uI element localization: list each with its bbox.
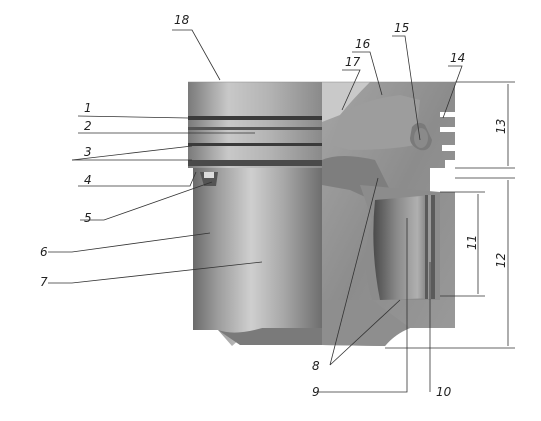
label-17: 17 <box>345 55 361 69</box>
piston-section <box>322 82 455 346</box>
label-15: 15 <box>394 21 409 35</box>
leader-7 <box>48 261 263 284</box>
label-3: 3 <box>84 145 92 159</box>
oil-drain-highlight <box>204 172 214 178</box>
piston-skirt <box>193 168 322 346</box>
label-10: 10 <box>436 385 452 399</box>
leader-14 <box>442 65 463 119</box>
section-groove-3 <box>442 145 455 151</box>
piston-crown <box>188 82 322 112</box>
leader-8b <box>329 299 401 366</box>
leader-9 <box>318 218 408 393</box>
section-groove-1 <box>440 112 455 117</box>
section-groove-2 <box>440 127 455 132</box>
piston-exterior <box>188 82 322 346</box>
label-8: 8 <box>312 359 320 373</box>
ring-groove-top <box>188 116 322 120</box>
leader-17 <box>341 69 361 111</box>
leader-3a <box>71 145 193 161</box>
label-12: 12 <box>494 253 508 268</box>
label-6: 6 <box>40 245 48 259</box>
leader-5 <box>80 181 213 221</box>
leader-18 <box>172 29 221 81</box>
label-11: 11 <box>465 235 479 250</box>
leader-lines <box>48 29 463 393</box>
leader-6 <box>48 232 211 253</box>
leader-4 <box>78 171 197 187</box>
head-interior <box>330 95 420 150</box>
label-1: 1 <box>84 101 92 115</box>
section-groove-4 <box>445 160 455 168</box>
leader-15 <box>392 35 421 141</box>
ring-groove-third <box>188 143 322 146</box>
oil-ring-groove <box>188 160 322 166</box>
label-14: 14 <box>450 51 465 65</box>
leader-8a <box>329 177 379 366</box>
leader-16 <box>352 51 383 96</box>
label-9: 9 <box>312 385 320 399</box>
label-18: 18 <box>174 13 190 27</box>
label-13: 13 <box>494 119 508 134</box>
pin-bore <box>373 195 432 300</box>
skirt-lower-cut <box>218 328 322 345</box>
label-7: 7 <box>40 275 48 289</box>
label-4: 4 <box>84 173 92 187</box>
ring-groove-second <box>188 127 322 130</box>
label-16: 16 <box>355 37 371 51</box>
label-2: 2 <box>84 119 92 133</box>
cooling-gallery-inner <box>414 128 428 148</box>
ring-land-zone <box>188 112 322 168</box>
snap-ring-highlight <box>428 195 431 299</box>
part-labels: 18 17 16 15 14 1 2 3 4 5 6 7 8 9 10 11 1… <box>40 13 508 399</box>
label-5: 5 <box>84 211 92 225</box>
dimension-lines <box>385 81 515 349</box>
leader-1 <box>77 115 189 119</box>
